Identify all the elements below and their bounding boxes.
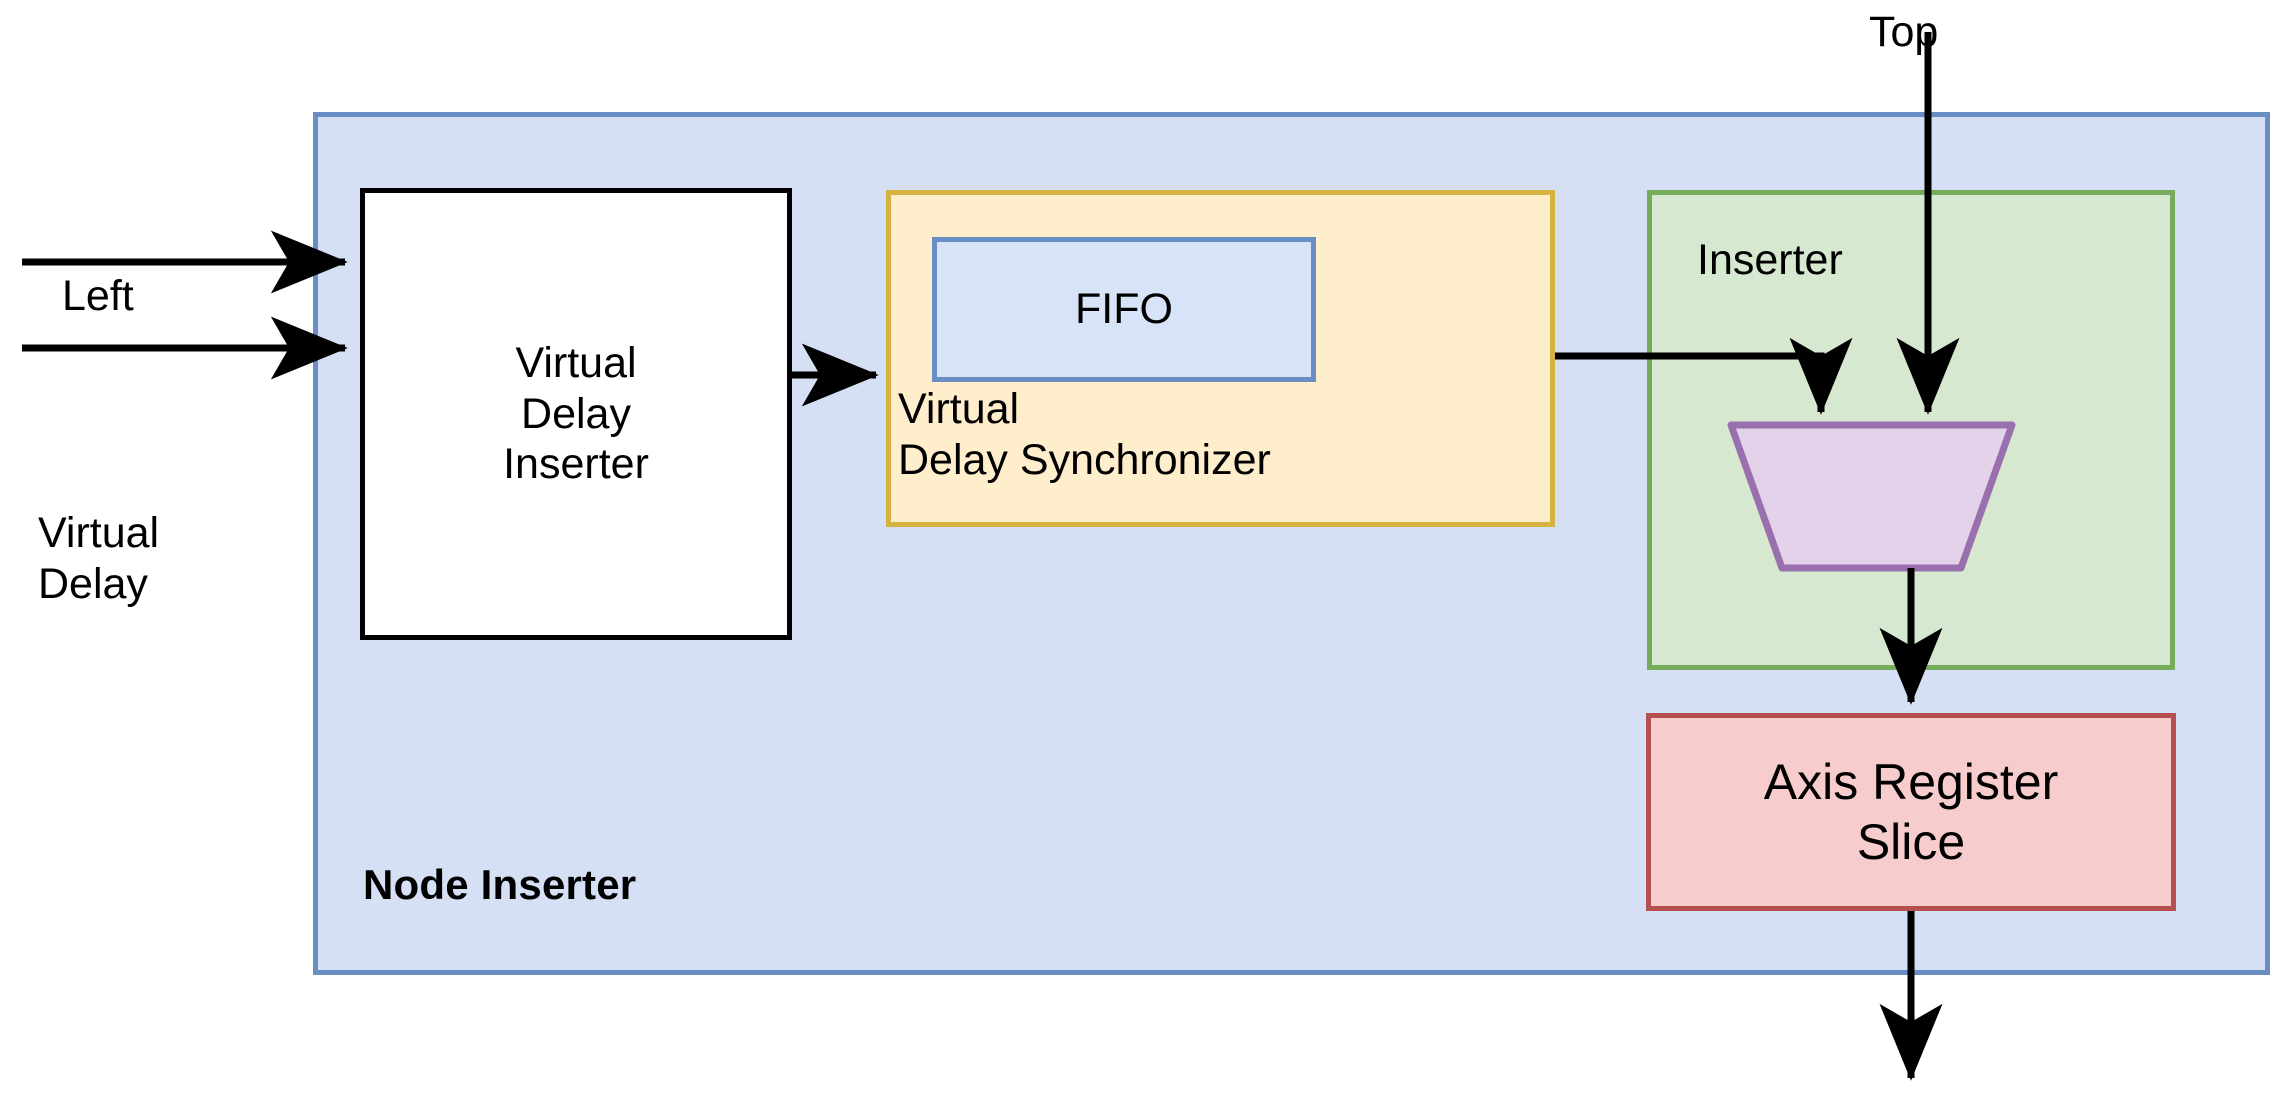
virtual-delay-inserter-label: Virtual Delay Inserter xyxy=(503,338,649,489)
left-input-port-label: Left xyxy=(62,272,134,320)
virtual-delay-input-port-label: Virtual Delay xyxy=(38,509,160,608)
axis-register-slice-block: Axis Register Slice xyxy=(1646,713,2176,911)
virtual-delay-synchronizer-label: Virtual Delay Synchronizer xyxy=(898,385,1271,484)
inserter-label: Inserter xyxy=(1697,236,1843,284)
axis-register-slice-label: Axis Register Slice xyxy=(1763,754,2059,870)
fifo-block: FIFO xyxy=(932,237,1316,382)
top-input-port-label: Top xyxy=(1869,8,1939,56)
virtual-delay-inserter-block: Virtual Delay Inserter xyxy=(360,188,792,640)
fifo-label: FIFO xyxy=(1075,285,1173,333)
node-inserter-container-label: Node Inserter xyxy=(363,861,637,908)
